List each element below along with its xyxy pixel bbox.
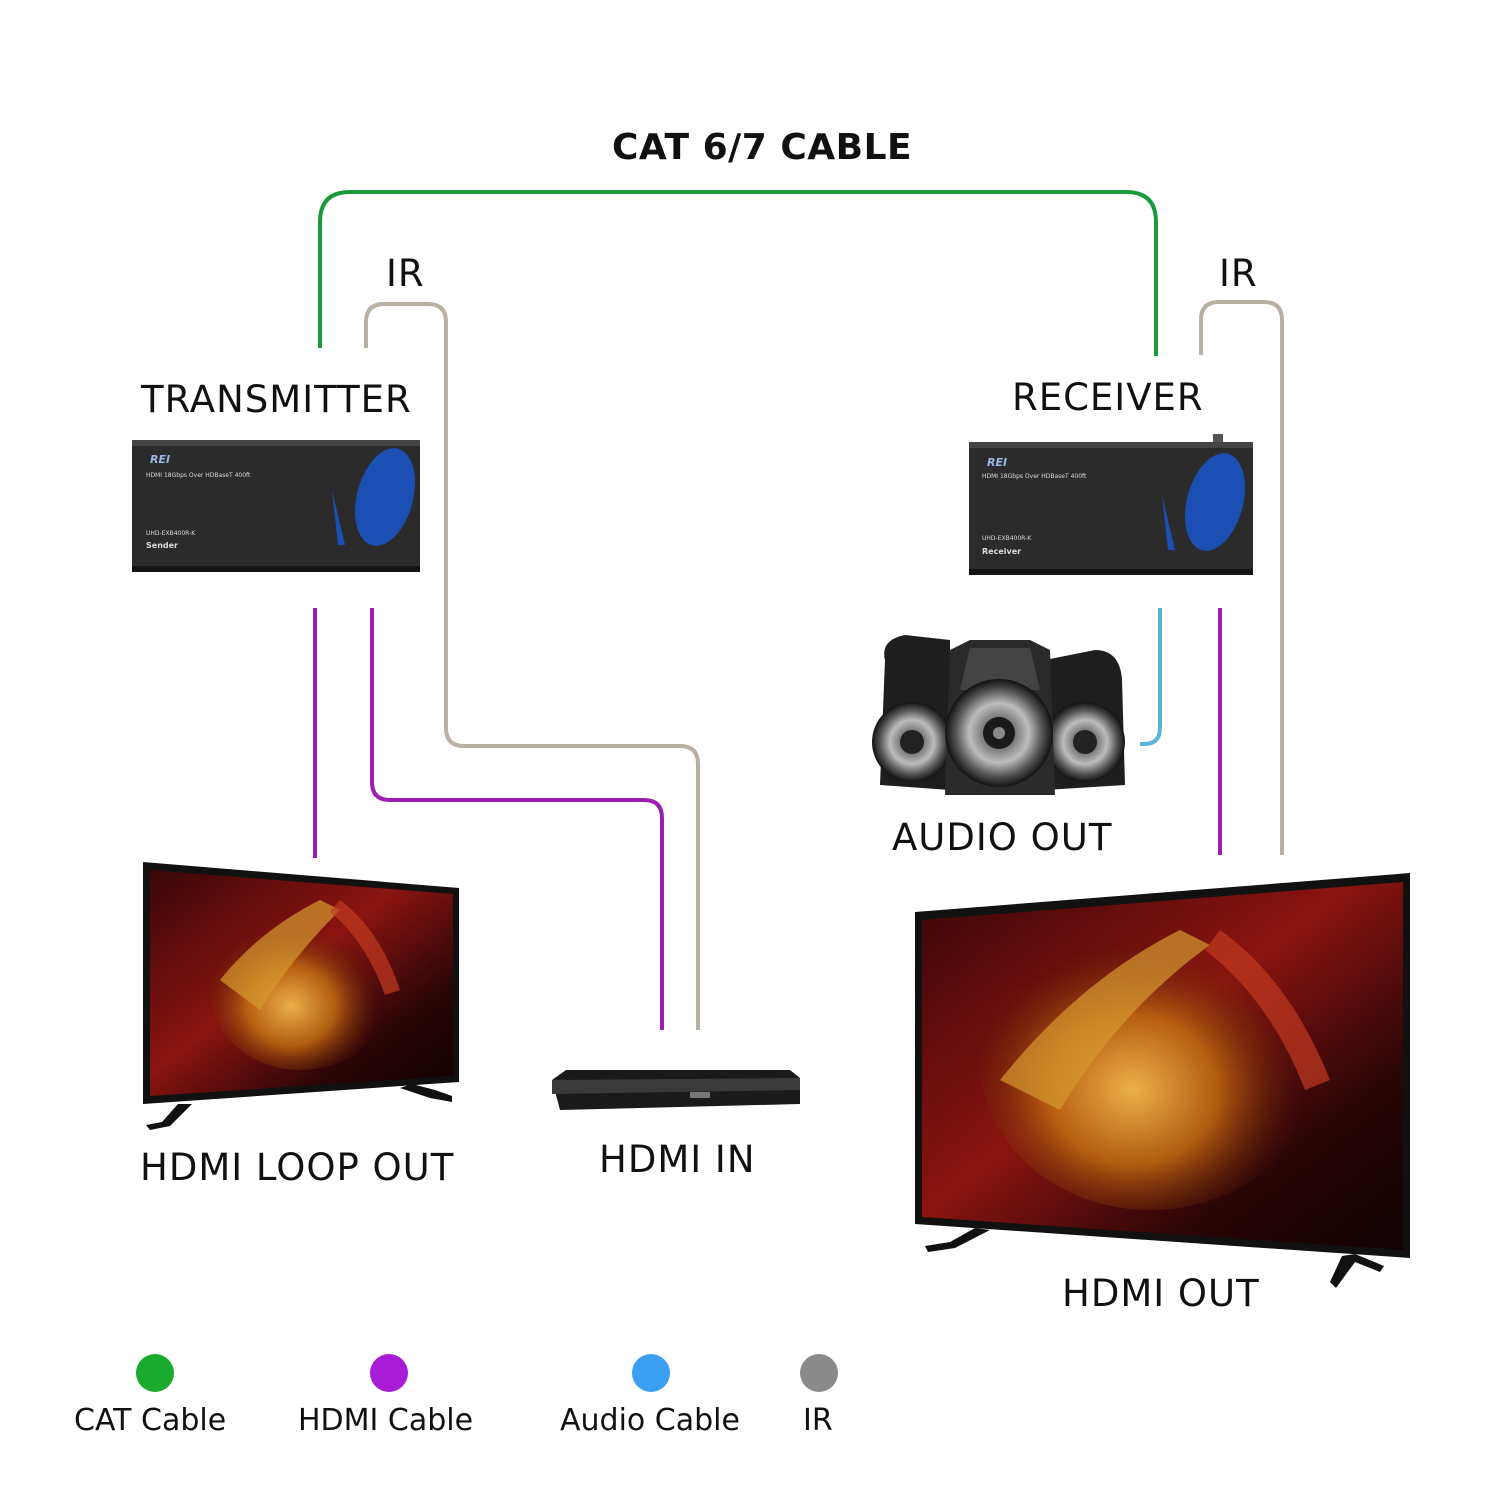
hdmi-in-label: HDMI IN [599,1138,756,1181]
receiver-model: UHD-EXB400R-K [982,535,1032,542]
transmitter-logo: REI [150,453,170,466]
hdmi-out-label: HDMI OUT [1062,1272,1260,1315]
receiver-spec: HDMI 18Gbps Over HDBaseT 400ft [982,473,1087,480]
audio-cable-line [1140,608,1162,746]
transmitter-spec: HDMI 18Gbps Over HDBaseT 400ft [146,472,251,479]
diagram-title: CAT 6/7 CABLE [612,127,913,168]
hdmi-cable-in [370,608,664,1030]
legend-label-audio: Audio Cable [560,1403,740,1438]
legend-label-hdmi: HDMI Cable [298,1403,474,1438]
right-tv [915,873,1410,1288]
legend-dot-cat [136,1354,174,1392]
dvd-player [552,1070,800,1110]
legend-dot-ir [800,1354,838,1392]
receiver-label: RECEIVER [1012,376,1204,419]
transmitter-device: REI HDMI 18Gbps Over HDBaseT 400ft UHD-E… [132,440,420,572]
transmitter-model: UHD-EXB400R-K [146,530,196,537]
legend-dot-hdmi [370,1354,408,1392]
receiver-logo: REI [987,456,1007,469]
legend-dot-audio [632,1354,670,1392]
ir-cable-right [1199,300,1284,855]
speakers-image [872,635,1125,795]
ir-cable-left [364,302,700,1030]
cat-cable-line [318,190,1158,356]
receiver-device: REI HDMI 18Gbps Over HDBaseT 400ft UHD-E… [969,434,1253,575]
transmitter-role: Sender [146,541,178,550]
legend-label-ir: IR [803,1403,833,1438]
transmitter-label: TRANSMITTER [141,378,412,421]
receiver-role: Receiver [982,547,1021,556]
legend-label-cat: CAT Cable [74,1403,227,1438]
ir-label-left: IR [386,252,425,295]
ir-label-right: IR [1219,252,1258,295]
audio-out-label: AUDIO OUT [892,816,1113,859]
left-tv [143,862,459,1130]
hdmi-loop-out-label: HDMI LOOP OUT [140,1146,455,1189]
